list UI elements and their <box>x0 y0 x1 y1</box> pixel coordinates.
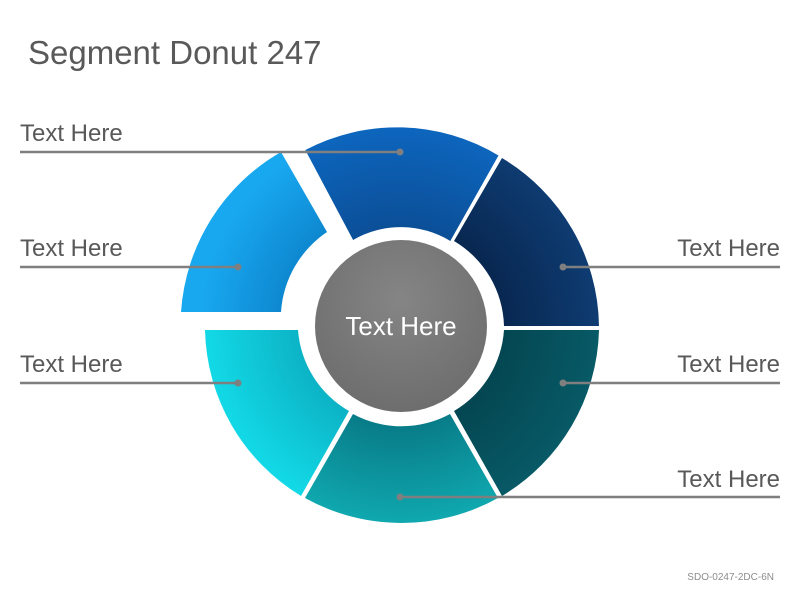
leader-dot-right-middle <box>559 379 567 387</box>
leader-dot-right-top <box>559 263 567 271</box>
leader-dot-right-bottom <box>396 493 404 501</box>
page-title: Segment Donut 247 <box>28 34 322 71</box>
label-right-bottom: Text Here <box>677 466 780 493</box>
label-right-top: Text Here <box>677 235 780 262</box>
center-circle <box>315 240 487 412</box>
donut-segment-bottom <box>305 414 498 523</box>
donut-segment-top-right <box>454 158 599 326</box>
label-left-bottom: Text Here <box>20 351 123 378</box>
center-label: Text Here <box>345 310 457 341</box>
leader-dot-left-top <box>396 148 404 156</box>
donut-segment-bottom-right <box>454 330 599 496</box>
leader-dot-left-bottom <box>234 379 242 387</box>
label-left-middle: Text Here <box>20 235 123 262</box>
donut-segment-bottom-left <box>205 330 349 496</box>
label-left-top: Text Here <box>20 120 123 147</box>
footer-code: SDO-0247-2DC-6N <box>687 572 774 583</box>
label-right-middle: Text Here <box>677 351 780 378</box>
leader-dot-left-middle <box>234 263 242 271</box>
donut-segment-top-left <box>181 152 327 312</box>
donut-segment-top <box>305 127 499 241</box>
